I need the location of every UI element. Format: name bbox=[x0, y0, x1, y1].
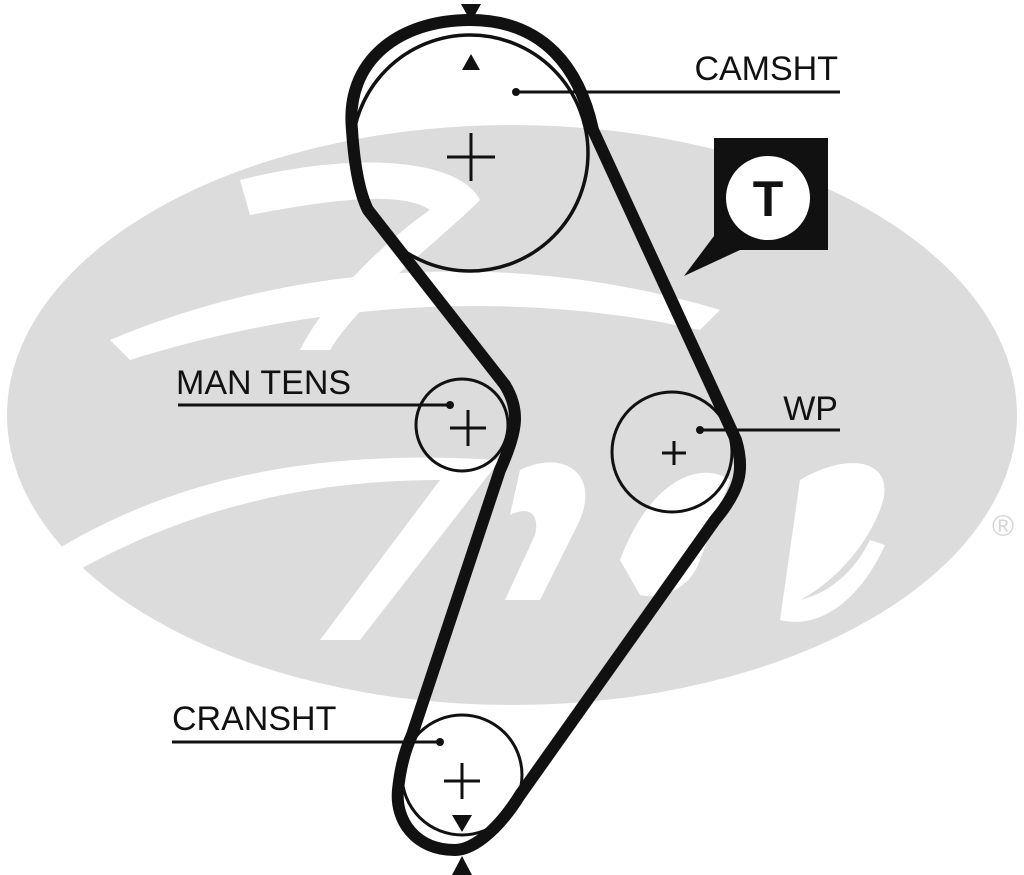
manual-tensioner-label: MAN TENS bbox=[176, 364, 351, 402]
water-pump-pulley bbox=[610, 390, 734, 514]
tensioner-badge-letter: T bbox=[753, 171, 784, 227]
water-pump-leader-dot bbox=[696, 426, 704, 434]
manual-tensioner-pulley bbox=[414, 377, 510, 473]
tensioner-leader-dot bbox=[446, 401, 454, 409]
crankshaft-timing-mark bbox=[452, 815, 472, 875]
timing-arrow-down-icon bbox=[461, 4, 481, 22]
timing-arrow-down-icon bbox=[452, 815, 472, 832]
timing-belt bbox=[345, 14, 747, 856]
camshaft-label: CAMSHT bbox=[694, 50, 838, 88]
camshaft-timing-mark bbox=[461, 4, 481, 70]
leader-lines bbox=[172, 90, 840, 744]
crankshaft-leader-dot bbox=[436, 738, 444, 746]
camshaft-leader-dot bbox=[512, 88, 520, 96]
water-pump-label: WP bbox=[783, 390, 838, 428]
crankshaft-label: CRANSHT bbox=[172, 700, 336, 738]
timing-arrow-up-icon bbox=[452, 856, 472, 875]
camshaft-center-icon bbox=[447, 133, 495, 181]
registered-mark: ® bbox=[992, 510, 1014, 543]
tensioner-callout-icon: T bbox=[684, 138, 828, 276]
water-pump-center-icon bbox=[662, 441, 686, 465]
pulley-center-marks bbox=[444, 133, 686, 799]
crankshaft-center-icon bbox=[444, 763, 480, 799]
timing-arrow-up-icon bbox=[462, 54, 480, 70]
tensioner-center-icon bbox=[450, 410, 486, 446]
